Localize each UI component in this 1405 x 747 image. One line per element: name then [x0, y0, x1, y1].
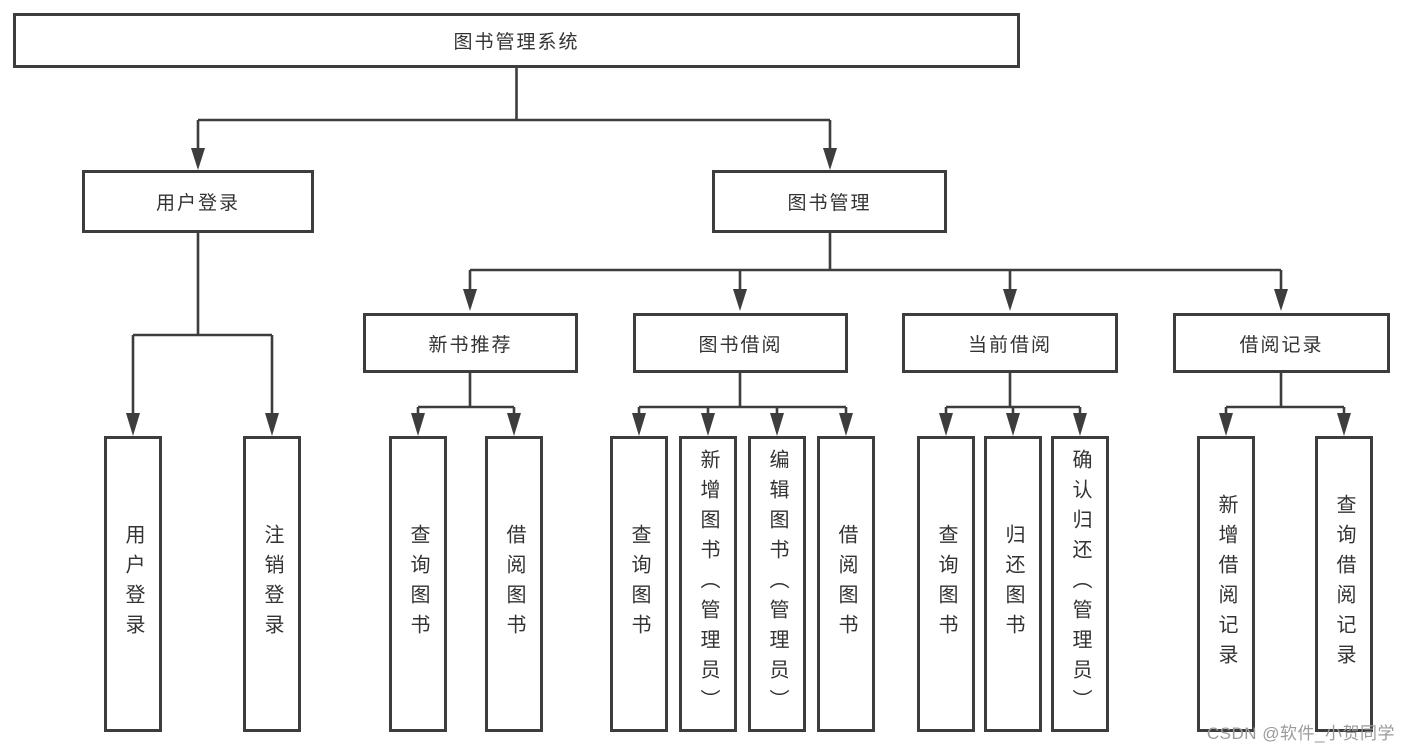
- connector-borrow-records-children: [1219, 373, 1351, 436]
- node-user-login: 用户登录: [82, 170, 314, 233]
- connector-new-book-recommend-children: [411, 373, 521, 436]
- node-new-book-recommend: 新书推荐: [363, 313, 578, 373]
- leaf-add-book-admin: 新增图书（管理员）: [679, 436, 737, 732]
- node-library-management-system: 图书管理系统: [13, 13, 1020, 68]
- leaf-edit-book-admin: 编辑图书（管理员）: [748, 436, 806, 732]
- csdn-watermark: CSDN @软件_小贺同学: [1206, 724, 1395, 743]
- leaf-query-books-borrowing: 查询图书: [610, 436, 668, 732]
- leaf-query-books-recommend: 查询图书: [389, 436, 447, 732]
- leaf-add-borrow-record: 新增借阅记录: [1197, 436, 1255, 732]
- leaf-confirm-return-admin: 确认归还（管理员）: [1051, 436, 1109, 732]
- leaf-borrow-books-borrowing: 借阅图书: [817, 436, 875, 732]
- leaf-user-login: 用户登录: [104, 436, 162, 732]
- connector-user-login-children: [126, 233, 279, 436]
- leaf-return-books: 归还图书: [984, 436, 1042, 732]
- node-book-management: 图书管理: [712, 170, 947, 233]
- leaf-query-borrow-record: 查询借阅记录: [1315, 436, 1373, 732]
- leaf-logout: 注销登录: [243, 436, 301, 732]
- node-borrow-records: 借阅记录: [1173, 313, 1390, 373]
- node-book-borrowing: 图书借阅: [633, 313, 848, 373]
- connector-root-to-level2: [191, 68, 837, 170]
- leaf-borrow-books-recommend: 借阅图书: [485, 436, 543, 732]
- connector-book-management-children: [463, 233, 1288, 311]
- connector-current-borrowing-children: [939, 373, 1087, 436]
- node-current-borrowing: 当前借阅: [902, 313, 1118, 373]
- leaf-query-books-current: 查询图书: [917, 436, 975, 732]
- connector-book-borrowing-children: [632, 373, 853, 436]
